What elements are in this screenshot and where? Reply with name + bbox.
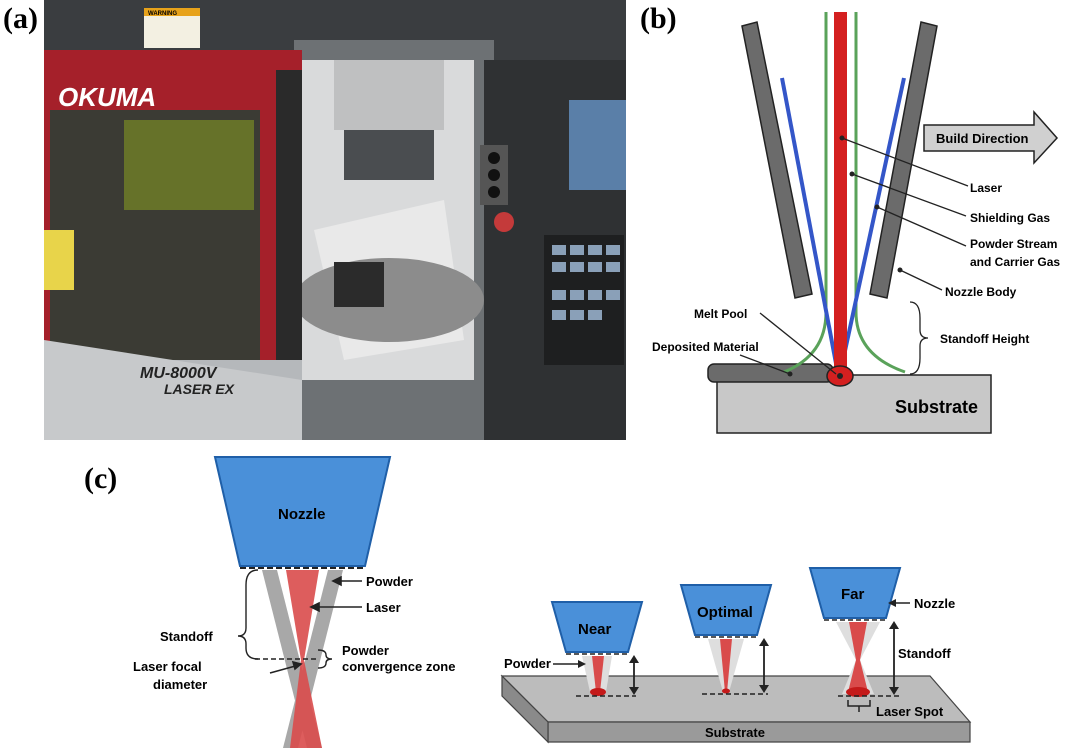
powder-stream-right <box>838 77 906 375</box>
shielding-gas-right <box>854 12 906 374</box>
melt-pool-label: Melt Pool <box>694 307 747 321</box>
panel-label-a: (a) <box>3 2 38 35</box>
panel-label-c: (c) <box>84 462 118 495</box>
laser-label-large: Laser <box>366 600 401 615</box>
convergence-label-line1: Powder <box>342 643 389 658</box>
substrate-label: Substrate <box>895 397 978 417</box>
build-direction-label: Build Direction <box>936 131 1029 146</box>
standoff-schematic: Nozzle Powder Laser Standoff Powder conv… <box>133 456 972 748</box>
powder-stream-label-line2: and Carrier Gas <box>970 255 1060 269</box>
nozzle-body-right <box>869 21 938 299</box>
standoff-height-label: Standoff Height <box>940 332 1029 346</box>
powder-label-right: Powder <box>504 656 551 671</box>
machine-photo: WARNING OKUMA MU-8000V LASER EX <box>44 0 626 440</box>
shielding-gas-label: Shielding Gas <box>970 211 1050 225</box>
standoff-label-large: Standoff <box>160 629 213 644</box>
machine-photo-illustration: WARNING OKUMA MU-8000V LASER EX <box>44 0 626 440</box>
model-text-line1: MU-8000V <box>140 365 218 382</box>
laser-spot-label: Laser Spot <box>876 704 944 719</box>
laser-beam-large-lower <box>290 660 322 748</box>
near-label: Near <box>578 621 612 638</box>
brand-logo-text: OKUMA <box>58 82 156 112</box>
powder-stream-label-line1: Powder Stream <box>970 237 1057 251</box>
ded-schematic: Substrate Build Direction Laser Shieldin… <box>652 12 1060 434</box>
nozzle-label-right: Nozzle <box>914 596 955 611</box>
standoff-label-right: Standoff <box>898 646 951 661</box>
laser-beam <box>834 12 847 372</box>
far-label: Far <box>841 586 865 603</box>
nozzle-far <box>808 567 902 619</box>
substrate-label-c: Substrate <box>705 725 765 740</box>
powder-stream-left <box>780 77 840 375</box>
build-direction-arrow <box>923 110 1059 165</box>
focal-label-line1: Laser focal <box>133 659 202 674</box>
substrate-block <box>716 374 992 434</box>
model-text-line2: LASER EX <box>164 381 236 397</box>
laser-label: Laser <box>970 181 1002 195</box>
nozzle-body-label: Nozzle Body <box>945 285 1017 299</box>
warning-sign-text: WARNING <box>148 11 177 17</box>
nozzle-large <box>213 456 392 567</box>
convergence-label-line2: convergence zone <box>342 659 455 674</box>
deposited-material-label: Deposited Material <box>652 340 759 354</box>
nozzle-near <box>550 601 644 653</box>
panel-label-b: (b) <box>640 2 677 35</box>
nozzle-body-left <box>741 21 813 299</box>
laser-beam-large <box>286 570 319 660</box>
optimal-label: Optimal <box>697 604 753 621</box>
nozzle-optimal <box>679 584 773 636</box>
nozzle-large-label: Nozzle <box>278 506 326 523</box>
focal-label-line2: diameter <box>153 677 207 692</box>
powder-label-large: Powder <box>366 574 413 589</box>
